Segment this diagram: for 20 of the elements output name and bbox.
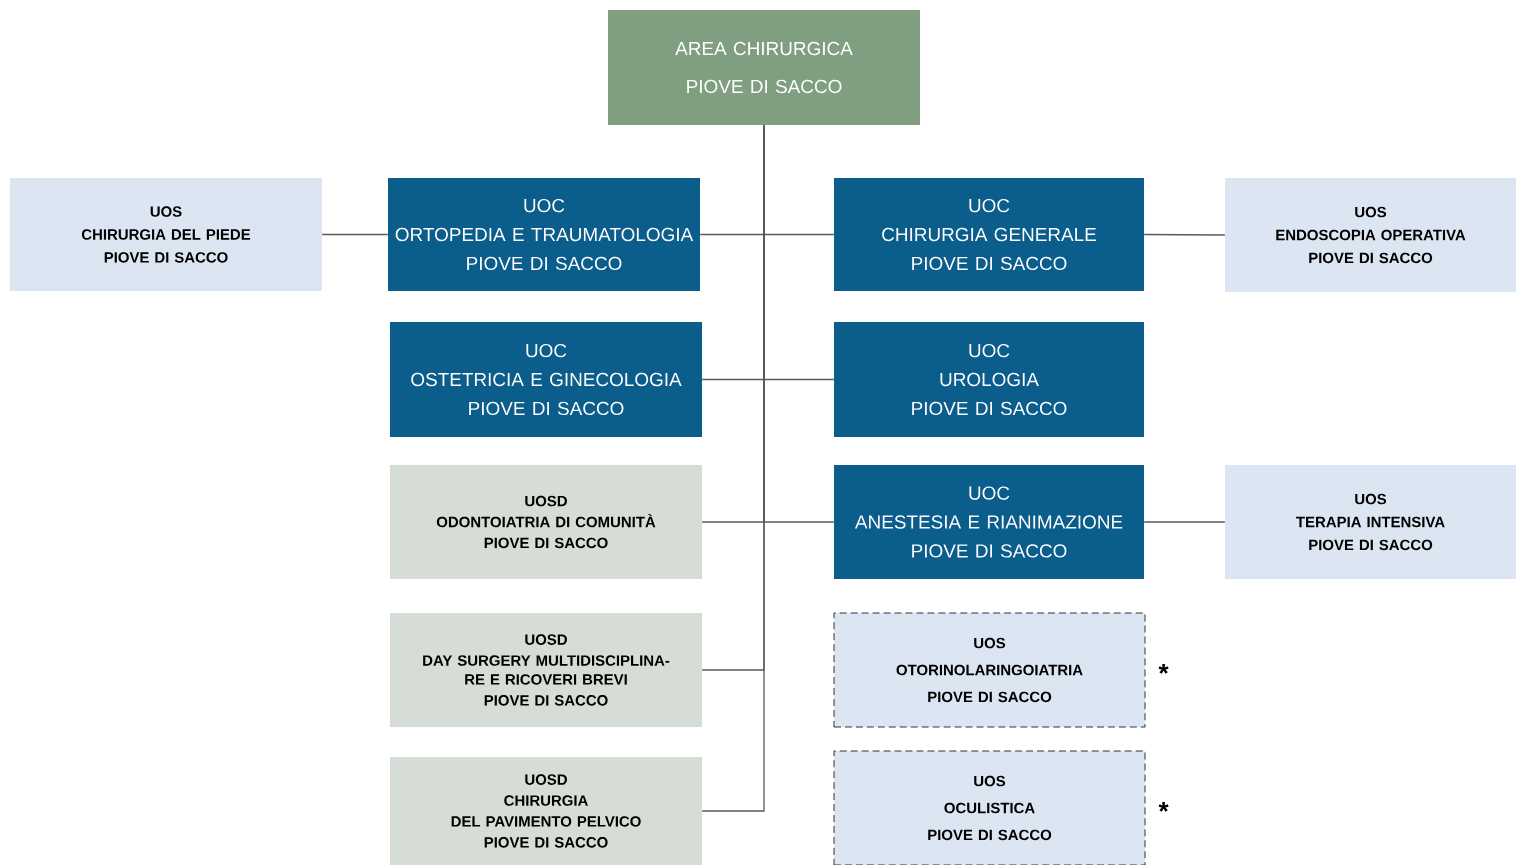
- unit-box: UOS ENDOSCOPIA OPERATIVA PIOVE DI SACCO: [1225, 178, 1516, 292]
- unit-box: UOC OSTETRICIA E GINECOLOGIA PIOVE DI SACCO: [390, 322, 702, 437]
- unit-box: UOC CHIRURGIA GENERALE PIOVE DI SACCO: [834, 178, 1144, 291]
- unit-box: UOC UROLOGIA PIOVE DI SACCO: [834, 322, 1144, 437]
- unit-box: UOC ANESTESIA E RIANIMAZIONE PIOVE DI SACCO: [834, 465, 1144, 579]
- unit-box: UOS TERAPIA INTENSIVA PIOVE DI SACCO: [1225, 465, 1516, 579]
- asterisk: *: [1158, 664, 1169, 674]
- unit-box: UOS OCULISTICA PIOVE DI SACCO: [833, 750, 1146, 865]
- connector-line: [1143, 233, 1226, 236]
- unit-box: UOSD CHIRURGIA DEL PAVIMENTO PELVICO PIOVE DI SACCO: [390, 757, 702, 865]
- unit-box: UOSD ODONTOIATRIA DI COMUNITÀ PIOVE DI SACCO: [390, 465, 702, 579]
- connector-line: [1143, 521, 1226, 523]
- area-box: AREA CHIRURGICA PIOVE DI SACCO: [608, 10, 920, 125]
- unit-box: UOC ORTOPEDIA E TRAUMATOLOGIA PIOVE DI SACCO: [388, 178, 700, 291]
- unit-box: UOS OTORINOLARINGOIATRIA PIOVE DI SACCO: [833, 612, 1146, 728]
- unit-box: UOS CHIRURGIA DEL PIEDE PIOVE DI SACCO: [10, 178, 322, 291]
- connector-line: [321, 233, 389, 236]
- asterisk: *: [1158, 802, 1169, 812]
- connector-line: [701, 124, 765, 812]
- unit-box: UOSD DAY SURGERY MULTIDISCIPLINA- RE E RICOVERI BREVI PIOVE DI SACCO: [390, 613, 702, 727]
